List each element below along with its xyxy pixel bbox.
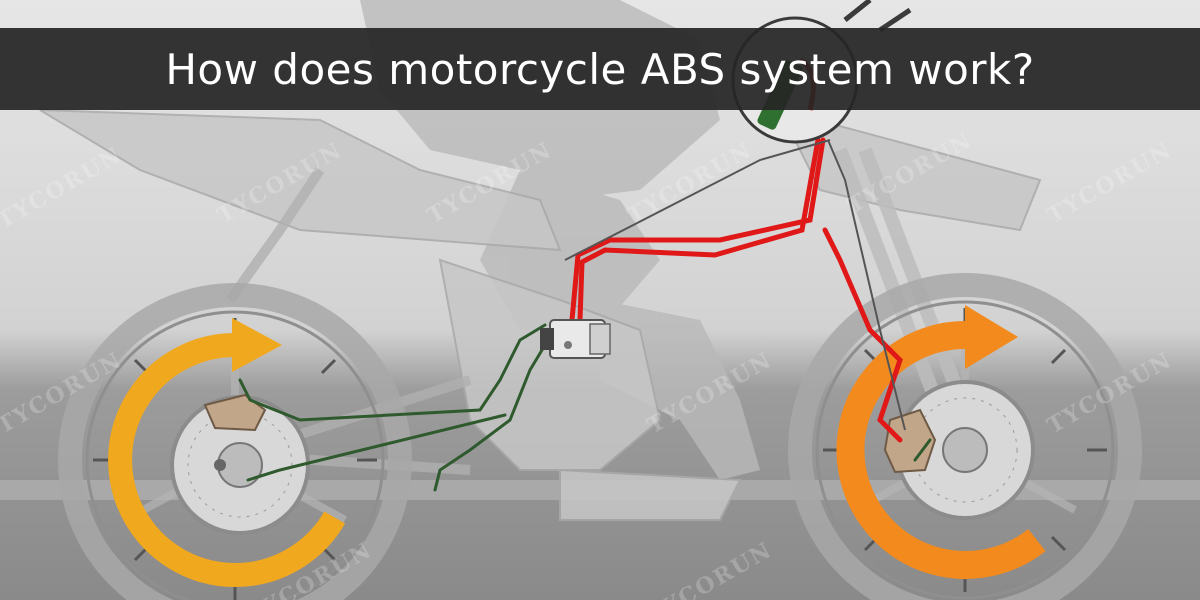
handlebar [843,0,912,33]
green-brake-lines [238,98,932,492]
front-brake-caliper [883,408,937,474]
abs-modulator-unit [540,319,611,359]
rear-rotation-arrow [108,333,346,587]
dark-cables [564,139,906,431]
front-arrow-head [965,305,1018,369]
title-banner: How does motorcycle ABS system work? [0,28,1200,110]
page-title: How does motorcycle ABS system work? [165,44,1035,94]
front-rotation-arrow [836,321,1046,579]
rear-brake-disc [170,395,310,535]
rear-brake-caliper [203,393,267,432]
red-brake-lines [569,82,903,443]
rear-arrow-head [232,318,282,372]
